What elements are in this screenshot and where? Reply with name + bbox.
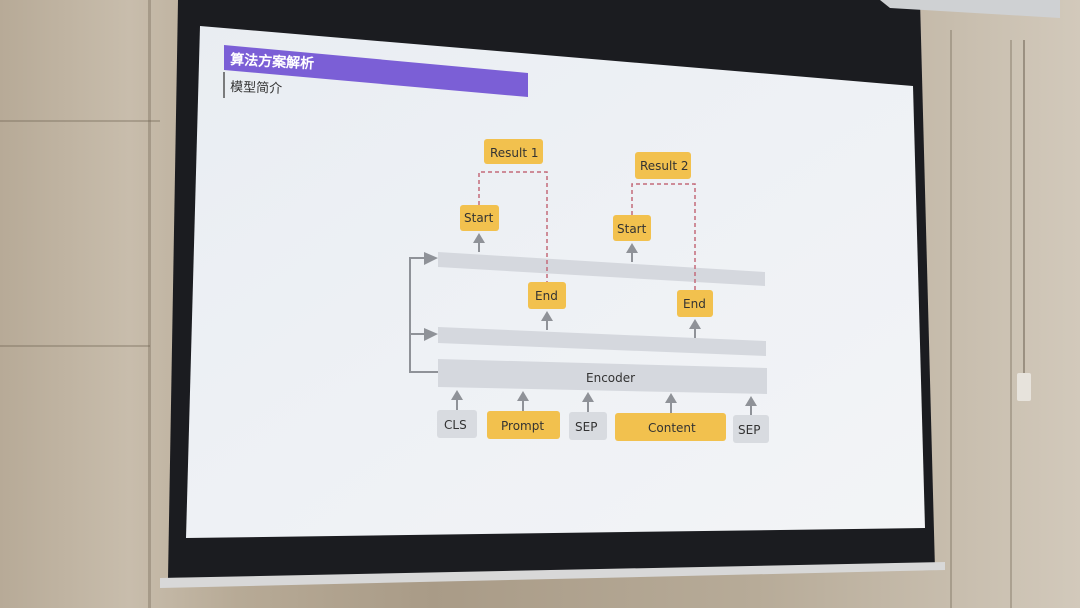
arrowhead-input-sep-1: [582, 392, 594, 402]
wall-seam-horizontal: [0, 120, 160, 122]
arrowhead-start-2: [626, 243, 638, 253]
start-1-label: Start: [464, 211, 494, 225]
layer-bar-top: [438, 252, 765, 286]
result1-dashed-line: [478, 171, 548, 282]
encoder-label: Encoder: [586, 371, 635, 385]
input-cls-label: CLS: [444, 418, 467, 432]
wall-switch: [1017, 373, 1031, 401]
slide-subtitle: 模型简介: [230, 79, 283, 97]
input-prompt-label: Prompt: [501, 419, 544, 433]
wall-seam-horizontal-2: [0, 345, 150, 347]
layer-bar-middle: [438, 327, 766, 356]
encoder-bar: [438, 359, 767, 394]
input-prompt-box: [487, 411, 560, 439]
arrowhead-input-prompt: [517, 391, 529, 401]
screen-hanger: [880, 0, 1060, 18]
input-content-label: Content: [648, 421, 696, 435]
arrowhead-input-cls: [451, 390, 463, 400]
result-2-box: [635, 152, 691, 179]
start-1-box: [460, 205, 499, 231]
arrowhead-start-1: [473, 233, 485, 243]
arrowhead-end-1: [541, 311, 553, 321]
end-1-box: [528, 282, 566, 309]
arrowhead-input-sep-2: [745, 396, 757, 406]
result-2-label: Result 2: [640, 159, 689, 173]
slide-title: 算法方案解析: [230, 51, 315, 72]
end-2-label: End: [683, 297, 706, 311]
start-2-label: Start: [617, 222, 647, 236]
arrowhead-input-content: [665, 393, 677, 403]
feedback-arrow-mid: [424, 328, 438, 341]
input-cls-box: [437, 410, 477, 438]
wall-seam-left: [148, 0, 151, 608]
input-content-box: [615, 413, 726, 441]
result2-dashed-line: [631, 183, 696, 290]
arrowhead-end-2: [689, 319, 701, 329]
result-1-box: [484, 139, 543, 164]
start-2-box: [613, 215, 651, 241]
screen-bottom-bar: [160, 562, 945, 588]
feedback-arrow-top: [424, 252, 438, 265]
wall-seam-right-2: [950, 30, 952, 608]
input-sep-2-label: SEP: [738, 423, 760, 437]
input-sep-1-label: SEP: [575, 420, 597, 434]
end-2-box: [677, 290, 713, 317]
end-1-label: End: [535, 289, 558, 303]
wall-seam-right: [1010, 40, 1012, 608]
input-sep-2-box: [733, 415, 769, 443]
title-bar: [224, 45, 528, 97]
result-1-label: Result 1: [490, 146, 539, 160]
feedback-loop-line: [409, 257, 438, 373]
input-sep-1-box: [569, 412, 607, 440]
